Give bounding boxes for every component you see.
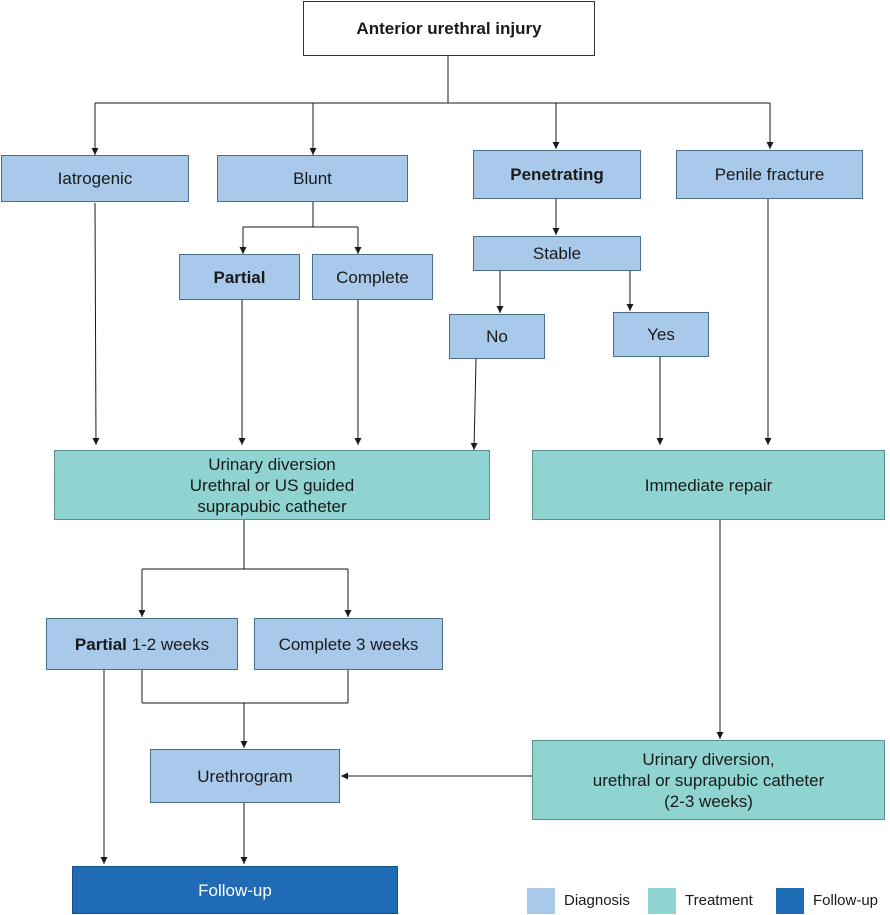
node-blunt: Blunt xyxy=(217,155,408,202)
node-complete-duration: Complete 3 weeks xyxy=(254,618,443,670)
post-repair-line-1: Urinary diversion, xyxy=(642,749,775,769)
legend-label-follow-up: Follow-up xyxy=(813,892,879,909)
node-urethrogram: Urethrogram xyxy=(150,749,340,803)
legend-swatch-diagnosis xyxy=(527,888,555,914)
node-blunt-complete: Complete xyxy=(312,254,433,300)
post-repair-line-3: (2-3 weeks) xyxy=(664,791,753,811)
node-follow-up: Follow-up xyxy=(72,866,398,914)
node-immediate-repair: Immediate repair xyxy=(532,450,885,520)
diversion-line-3: suprapubic catheter xyxy=(197,496,347,516)
post-repair-line-2: urethral or suprapubic catheter xyxy=(592,770,825,790)
root-node-anterior-urethral-injury: Anterior urethral injury xyxy=(303,1,595,56)
node-stable-yes: Yes xyxy=(613,312,709,357)
partial-duration-suffix: 1-2 weeks xyxy=(126,634,210,654)
node-urinary-diversion: Urinary diversion Urethral or US guided … xyxy=(54,450,490,520)
legend-label-treatment: Treatment xyxy=(685,892,753,909)
legend-swatch-treatment xyxy=(648,888,676,914)
node-stable: Stable xyxy=(473,236,641,271)
diversion-line-1: Urinary diversion xyxy=(208,454,336,474)
legend-label-diagnosis: Diagnosis xyxy=(564,892,630,909)
node-post-repair-diversion: Urinary diversion, urethral or suprapubi… xyxy=(532,740,885,820)
node-partial-duration: Partial 1-2 weeks xyxy=(46,618,238,670)
node-blunt-partial: Partial xyxy=(179,254,300,300)
node-iatrogenic: Iatrogenic xyxy=(1,155,189,202)
node-penile-fracture: Penile fracture xyxy=(676,150,863,199)
legend-swatch-follow-up xyxy=(776,888,804,914)
diversion-line-2: Urethral or US guided xyxy=(189,475,355,495)
node-stable-no: No xyxy=(449,314,545,359)
partial-duration-prefix: Partial xyxy=(74,634,127,654)
node-penetrating: Penetrating xyxy=(473,150,641,199)
